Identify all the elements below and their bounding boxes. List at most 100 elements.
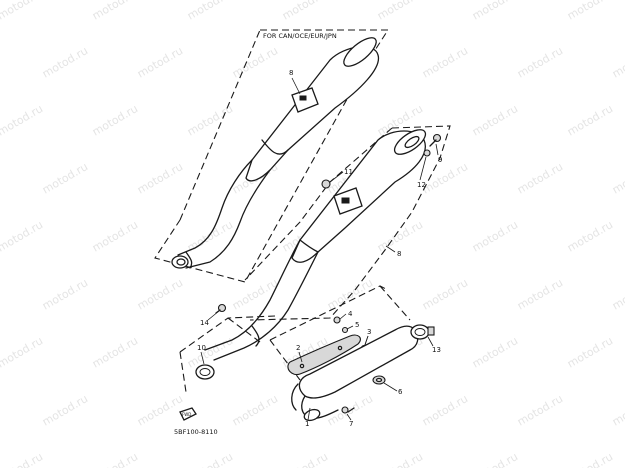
leader-13 xyxy=(427,336,434,347)
leader-10 xyxy=(200,351,205,365)
upper-muffler xyxy=(171,37,380,269)
leader-1 xyxy=(307,407,311,421)
callout-8-upper: 8 xyxy=(289,69,293,77)
watermark-text: motod.ru xyxy=(0,450,45,468)
variant-note: FOR CAN/OCE/EUR/JPN xyxy=(263,32,337,40)
bolt-14 xyxy=(215,303,227,314)
protector-2 xyxy=(287,334,361,376)
watermark-text: motod.ru xyxy=(565,450,615,468)
watermark-text: motod.ru xyxy=(515,392,565,428)
watermark-text: motod.ru xyxy=(470,450,520,468)
callout-10: 10 xyxy=(197,344,206,352)
exhaust-pipe-1 xyxy=(291,325,419,422)
watermark-text: motod.ru xyxy=(565,334,615,370)
watermark-text: motod.ru xyxy=(135,160,185,196)
watermark-text: motod.ru xyxy=(470,0,520,23)
collar-5 xyxy=(341,326,349,334)
watermark-text: motod.ru xyxy=(420,392,470,428)
gasket-6 xyxy=(372,375,386,385)
callout-5: 5 xyxy=(355,321,359,329)
variant-box xyxy=(154,29,390,283)
leader-6 xyxy=(383,382,398,392)
damper-11 xyxy=(321,179,331,189)
leader-2 xyxy=(298,351,303,363)
callout-12: 12 xyxy=(417,181,426,189)
watermark-text: motod.ru xyxy=(185,0,235,23)
watermark-text: motod.ru xyxy=(90,218,140,254)
watermark-text: motod.ru xyxy=(515,160,565,196)
clamp-13 xyxy=(410,324,435,340)
watermark-text: motod.ru xyxy=(90,102,140,138)
callout-13: 13 xyxy=(432,346,441,354)
screw-4 xyxy=(333,316,341,324)
watermark-text: motod.ru xyxy=(90,0,140,23)
fwd-arrow-icon xyxy=(179,407,197,421)
pipe-box xyxy=(269,285,411,381)
leader-5 xyxy=(346,325,354,330)
watermark-text: motod.ru xyxy=(470,102,520,138)
watermark-text: motod.ru xyxy=(40,392,90,428)
callout-8-main: 8 xyxy=(397,250,401,258)
leader-7 xyxy=(346,413,352,421)
watermark-text: motod.ru xyxy=(230,44,280,80)
watermark-text: motod.ru xyxy=(610,44,625,80)
callout-2: 2 xyxy=(296,344,300,352)
fwd-label: FWD xyxy=(182,412,191,417)
watermark-text: motod.ru xyxy=(90,334,140,370)
callout-1: 1 xyxy=(305,420,309,428)
watermark-text: motod.ru xyxy=(185,450,235,468)
watermark-text: motod.ru xyxy=(565,102,615,138)
watermark-text: motod.ru xyxy=(0,102,45,138)
watermark-text: motod.ru xyxy=(470,334,520,370)
watermark-text: motod.ru xyxy=(40,160,90,196)
watermark-text: motod.ru xyxy=(420,160,470,196)
diagram-code: 5BF100-8110 xyxy=(174,428,218,436)
callout-14: 14 xyxy=(200,319,209,327)
leader-8-main xyxy=(385,245,396,253)
leader-14 xyxy=(207,310,220,321)
watermark-text: motod.ru xyxy=(610,392,625,428)
watermark-text: motod.ru xyxy=(375,450,425,468)
watermark-text: motod.ru xyxy=(135,276,185,312)
leader-12 xyxy=(419,156,427,181)
watermark-text: motod.ru xyxy=(135,392,185,428)
watermark-text: motod.ru xyxy=(90,450,140,468)
watermark-text: motod.ru xyxy=(230,392,280,428)
watermark-text: motod.ru xyxy=(135,44,185,80)
gasket-10 xyxy=(195,364,215,380)
watermark-text: motod.ru xyxy=(515,276,565,312)
callout-7: 7 xyxy=(349,420,353,428)
watermark-text: motod.ru xyxy=(470,218,520,254)
watermark-text: motod.ru xyxy=(610,160,625,196)
nut-12 xyxy=(423,149,431,157)
callout-9: 9 xyxy=(438,156,442,164)
watermark-text: motod.ru xyxy=(0,334,45,370)
watermark-text: motod.ru xyxy=(0,0,45,23)
bolt-9 xyxy=(429,133,442,147)
watermark-text: motod.ru xyxy=(40,44,90,80)
watermark-text: motod.ru xyxy=(185,334,235,370)
watermark-text: motod.ru xyxy=(375,0,425,23)
leader-4 xyxy=(339,313,347,320)
main-box xyxy=(244,125,451,321)
callout-4: 4 xyxy=(348,310,353,318)
leader-9 xyxy=(435,143,439,156)
main-muffler xyxy=(204,129,427,361)
watermark-text: motod.ru xyxy=(40,276,90,312)
lower-box xyxy=(179,315,276,393)
watermark-text: motod.ru xyxy=(565,218,615,254)
watermark-text: motod.ru xyxy=(280,450,330,468)
watermark-text: motod.ru xyxy=(280,0,330,23)
leader-8-upper xyxy=(291,77,301,95)
watermark-text: motod.ru xyxy=(420,44,470,80)
callout-3: 3 xyxy=(367,328,371,336)
bolt-7 xyxy=(341,406,355,414)
watermark-text: motod.ru xyxy=(0,218,45,254)
leader-11 xyxy=(329,171,344,183)
watermark-text: motod.ru xyxy=(515,44,565,80)
watermark-text: motod.ru xyxy=(420,276,470,312)
watermark-text: motod.ru xyxy=(565,0,615,23)
watermark-text: motod.ru xyxy=(610,276,625,312)
callout-11: 11 xyxy=(344,168,353,176)
